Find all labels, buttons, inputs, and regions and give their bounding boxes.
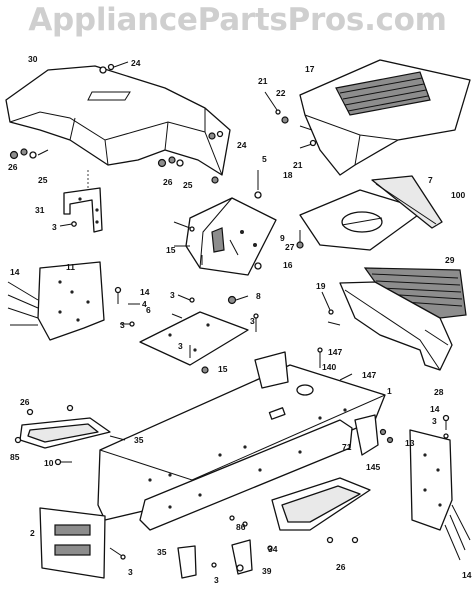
part-label-26: 26 — [8, 162, 18, 172]
part-label-8: 8 — [256, 291, 261, 301]
part-label-85: 85 — [10, 452, 20, 462]
part-label-145: 145 — [366, 462, 380, 472]
part-label-2: 2 — [30, 528, 35, 538]
part-label-22: 22 — [276, 88, 286, 98]
part-label-39: 39 — [262, 566, 272, 576]
fender-bolt — [107, 63, 115, 71]
part-label-140: 140 — [322, 362, 336, 372]
washer — [208, 132, 216, 140]
washer — [157, 158, 167, 168]
part-label-19: 19 — [316, 281, 326, 291]
part-label-13: 13 — [405, 438, 415, 448]
part-label-4: 4 — [142, 299, 147, 309]
part-label-29: 29 — [445, 255, 455, 265]
mounting-plate-part[interactable] — [139, 311, 249, 366]
side-grille-part[interactable] — [363, 267, 467, 319]
part-label-1: 1 — [387, 386, 392, 396]
dash-panel-part[interactable] — [299, 59, 471, 176]
part-label-14: 14 — [140, 287, 150, 297]
fender-bracket-part[interactable] — [63, 187, 103, 233]
part-label-147: 147 — [362, 370, 376, 380]
part-label-86: 86 — [236, 522, 246, 532]
part-label-35: 35 — [134, 435, 144, 445]
lower-bracket-part[interactable] — [177, 545, 197, 579]
right-side-plate-part[interactable] — [409, 429, 453, 531]
pivot-bracket-part[interactable] — [354, 414, 379, 456]
lower-bracket-part[interactable] — [231, 539, 253, 575]
part-label-7: 7 — [428, 175, 433, 185]
part-label-28: 28 — [434, 387, 444, 397]
part-label-3: 3 — [432, 416, 437, 426]
side-panel-part[interactable] — [339, 281, 453, 371]
control-panel-part[interactable] — [185, 197, 277, 276]
part-label-3: 3 — [52, 222, 57, 232]
part-label-3: 3 — [128, 567, 133, 577]
part-label-35: 35 — [157, 547, 167, 557]
fuel-tank-pan-part[interactable] — [299, 189, 426, 251]
rear-fender-part[interactable] — [5, 65, 231, 176]
washer — [168, 156, 176, 164]
part-label-34: 34 — [268, 544, 278, 554]
part-label-3: 3 — [120, 320, 125, 330]
part-label-24: 24 — [237, 140, 247, 150]
trim-bar-part[interactable] — [371, 175, 443, 229]
part-label-25: 25 — [38, 175, 48, 185]
fender-bolt — [99, 66, 107, 74]
nut — [176, 159, 184, 167]
part-label-14: 14 — [462, 570, 472, 580]
part-label-14: 14 — [10, 267, 20, 277]
right-footrest-part[interactable] — [271, 477, 371, 531]
left-side-plate-part[interactable] — [37, 261, 105, 341]
part-label-15: 15 — [218, 364, 228, 374]
left-footrest-part[interactable] — [19, 417, 111, 449]
part-label-3: 3 — [214, 575, 219, 585]
nut — [29, 151, 37, 159]
part-label-11: 11 — [66, 262, 75, 272]
part-label-18: 18 — [283, 170, 293, 180]
nut — [216, 130, 224, 138]
part-label-15: 15 — [166, 245, 176, 255]
part-label-21: 21 — [258, 76, 268, 86]
part-label-26: 26 — [163, 177, 173, 187]
washer — [9, 150, 19, 160]
front-bracket-part[interactable] — [254, 351, 289, 389]
part-label-16: 16 — [283, 260, 293, 270]
part-label-27: 27 — [285, 242, 295, 252]
washer — [20, 148, 28, 156]
part-label-26: 26 — [336, 562, 346, 572]
part-label-30: 30 — [28, 54, 38, 64]
part-label-26: 26 — [20, 397, 30, 407]
part-label-71: 71 — [342, 442, 352, 452]
part-label-21: 21 — [293, 160, 303, 170]
part-label-14: 14 — [430, 404, 440, 414]
part-label-17: 17 — [305, 64, 315, 74]
front-plate-part[interactable] — [39, 507, 106, 579]
part-label-24: 24 — [131, 58, 141, 68]
part-label-6: 6 — [146, 305, 151, 315]
part-label-31: 31 — [35, 205, 45, 215]
part-label-5: 5 — [262, 154, 267, 164]
part-label-3: 3 — [250, 316, 255, 326]
part-label-10: 10 — [44, 458, 54, 468]
part-label-25: 25 — [183, 180, 193, 190]
part-label-100: 100 — [451, 190, 465, 200]
frame-rail-part[interactable] — [139, 419, 353, 531]
part-label-147: 147 — [328, 347, 342, 357]
part-label-3: 3 — [178, 341, 183, 351]
part-label-9: 9 — [280, 233, 285, 243]
part-label-3: 3 — [170, 290, 175, 300]
